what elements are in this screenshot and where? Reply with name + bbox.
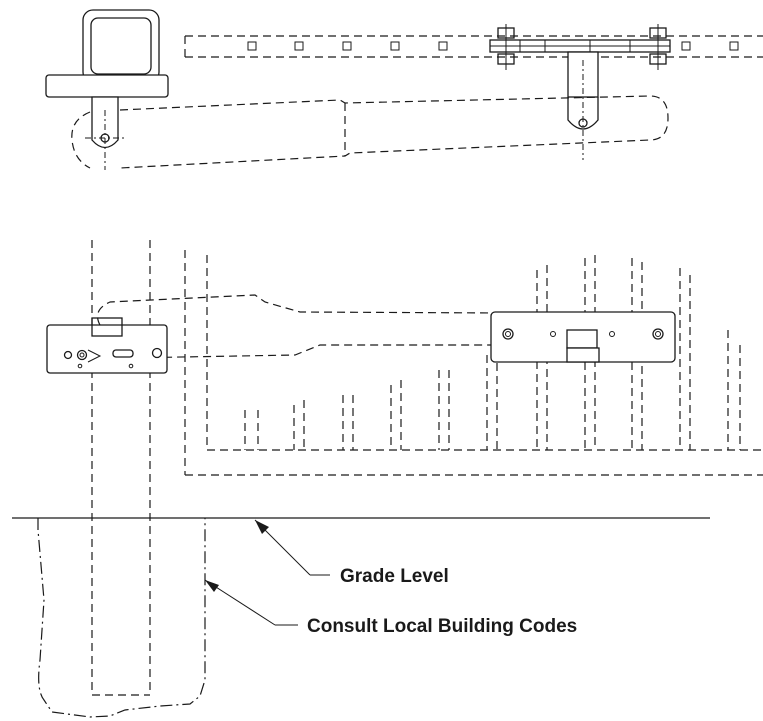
post-front	[91, 240, 151, 696]
actuator-arm-top	[71, 95, 669, 169]
concrete-footing	[37, 518, 206, 718]
gate-bracket-top	[489, 24, 671, 160]
building-codes-label: Consult Local Building Codes	[307, 616, 577, 637]
gate-mount-bracket	[490, 311, 676, 363]
gate-rail-top	[184, 35, 763, 58]
post-mount-bracket	[46, 317, 168, 374]
front-view	[46, 240, 763, 696]
grade-level-label: Grade Level	[340, 566, 449, 587]
post-top-view	[45, 9, 169, 98]
grade-level-leader	[254, 519, 330, 576]
grade-and-footing: Grade Level Consult Local Building Codes	[12, 517, 710, 718]
top-view	[45, 9, 763, 170]
post-bracket-tab	[85, 96, 125, 170]
gate-pickets	[184, 250, 763, 476]
building-codes-leader	[204, 579, 298, 626]
